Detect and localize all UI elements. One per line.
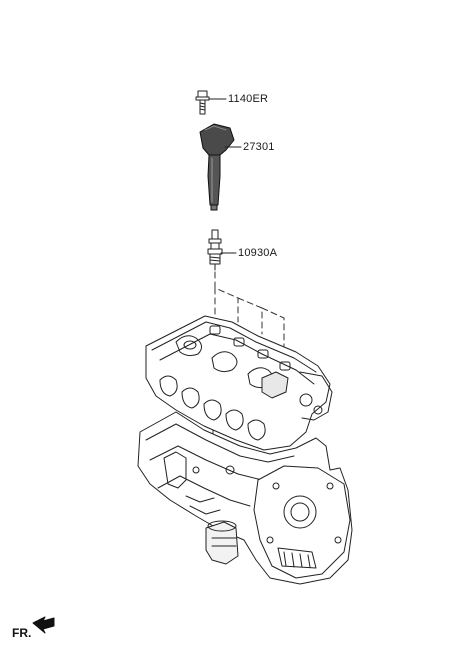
ignition-coil-part[interactable]	[199, 123, 235, 211]
front-orientation-label: FR.	[12, 626, 32, 640]
front-direction-arrow-icon	[32, 616, 55, 634]
bolt-part[interactable]	[195, 90, 210, 115]
spark-plug-part-number[interactable]: 10930A	[238, 247, 278, 259]
engine-assembly	[137, 315, 353, 585]
ignition-coil-part-number[interactable]: 27301	[243, 141, 275, 153]
bolt-part-number[interactable]: 1140ER	[228, 93, 269, 105]
spark-plug-part[interactable]	[207, 229, 223, 271]
